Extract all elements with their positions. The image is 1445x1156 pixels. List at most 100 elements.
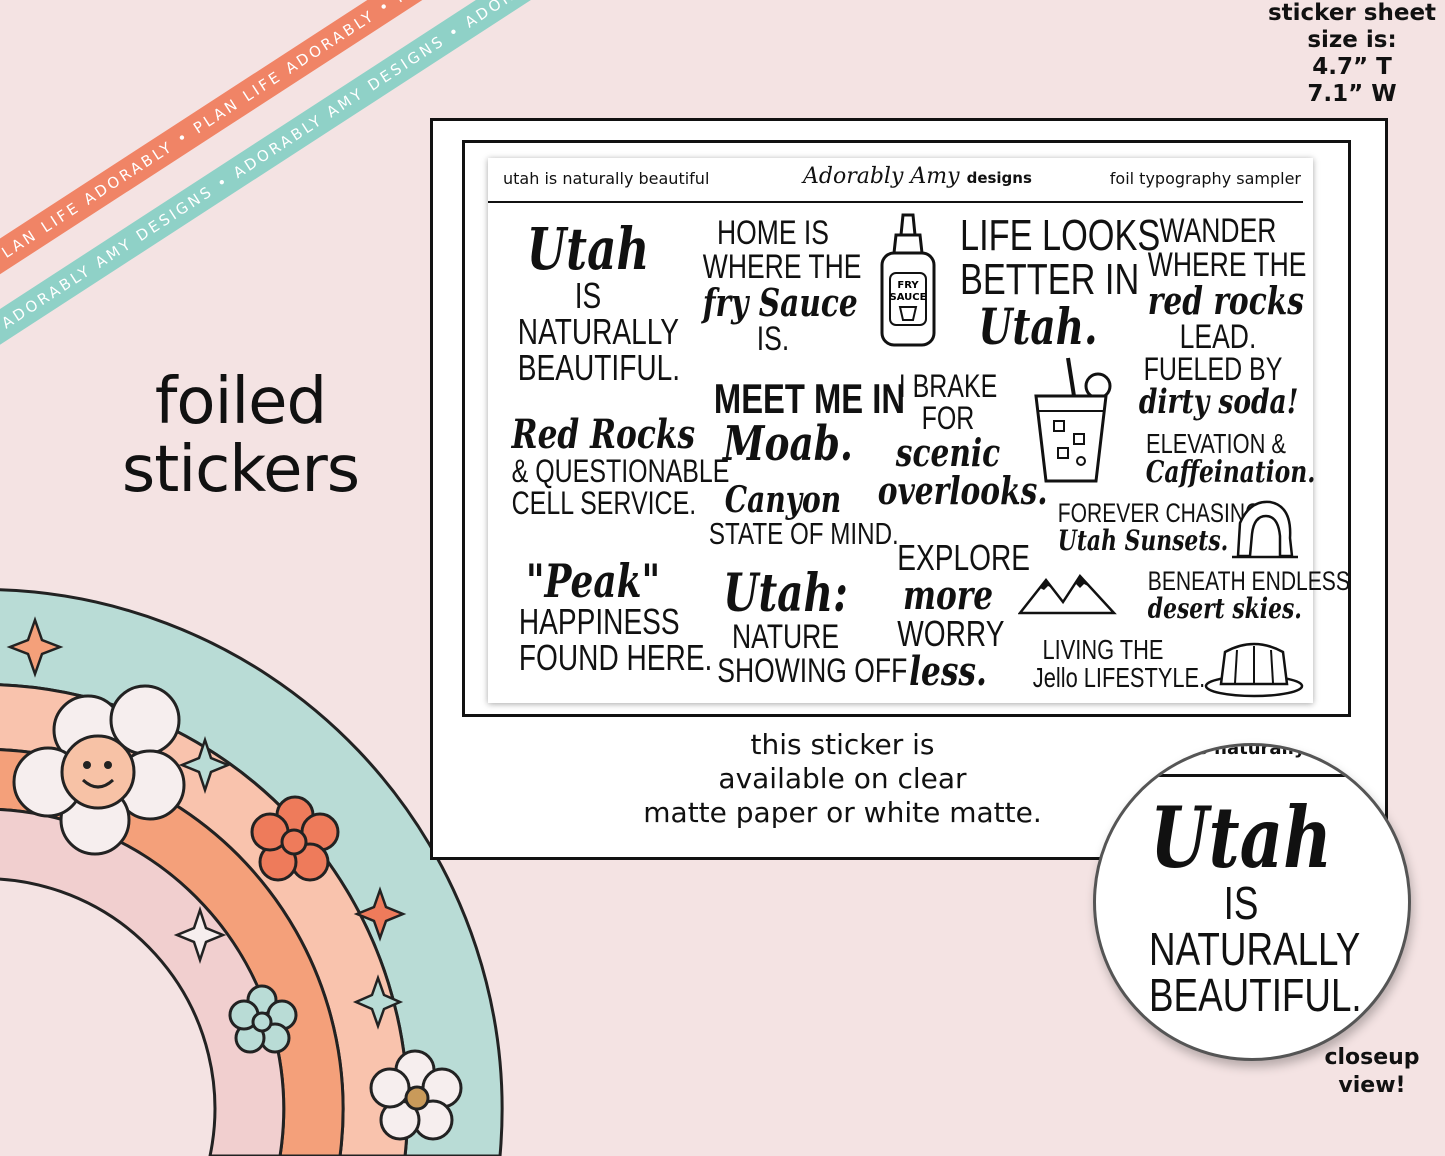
sticker-text: Utah. [978, 297, 1098, 356]
sparkle-icon [173, 906, 227, 964]
sticker-peak: "Peak" HAPPINESS FOUND HERE. [518, 554, 713, 678]
sticker-text: Utah Sunsets. [1057, 524, 1229, 557]
sticker-text: Moab. [723, 416, 853, 472]
sheet-subtitle: foil typography sampler [1109, 169, 1301, 188]
plan-life-ribbon: PLAN LIFE ADORABLY • PLAN LIFE ADORABLY … [0, 0, 472, 284]
sticker-text: I BRAKE [898, 368, 998, 404]
sparkle-icon [6, 616, 64, 678]
jello-mold-icon [1204, 642, 1304, 698]
sticker-text: EXPLORE [897, 537, 1030, 578]
sticker-text: LIFE LOOKS [960, 211, 1161, 260]
sticker-meet-moab: MEET ME IN Moab. [713, 375, 906, 472]
delicate-arch-icon [1232, 500, 1298, 559]
availability-line: available on clear [718, 762, 967, 795]
sticker-text: FOR [921, 400, 975, 436]
sticker-text: FOUND HERE. [518, 637, 713, 678]
availability-line: matte paper or white matte. [643, 796, 1042, 829]
sticker-text: "Peak" [525, 554, 661, 608]
fry-sauce-bottle-icon: FRY SAUCE [880, 213, 936, 347]
sticker-text: red rocks [1147, 278, 1304, 323]
orange-flower-icon [250, 795, 340, 882]
size-note-height: 4.7” T [1312, 54, 1392, 80]
dirty-soda-cup-icon [1034, 357, 1112, 483]
headline-line2: stickers [121, 433, 360, 507]
brand-script: Adorably Amy [803, 164, 960, 189]
sticker-home-fry: HOME IS WHERE THE fry Sauce IS. [702, 214, 862, 358]
sticker-text: more [902, 572, 994, 619]
sticker-text: LEAD. [1179, 318, 1257, 356]
mountains-icon [1018, 573, 1117, 615]
sticker-explore: EXPLORE more WORRY less. [897, 537, 1030, 692]
sticker-text: BENEATH ENDLESS [1147, 566, 1350, 596]
rainbow-illustration [0, 588, 504, 1156]
size-note-line: sticker sheet [1267, 0, 1437, 26]
bottle-label: SAUCE [890, 292, 927, 303]
sticker-text: Caffeination. [1145, 455, 1316, 490]
sticker-text: desert skies. [1147, 592, 1302, 625]
sparkle-icon [353, 886, 407, 942]
sticker-text: Canyon [724, 479, 842, 521]
closeup-label-line: closeup [1324, 1045, 1420, 1070]
closeup-text: Utah [1149, 788, 1333, 887]
sticker-text: fry Sauce [702, 280, 858, 325]
sticker-text: BETTER IN [960, 255, 1140, 304]
sparkle-icon [352, 974, 404, 1030]
sticker-text: Jello LIFESTYLE. [1032, 662, 1206, 693]
sticker-text: WORRY [897, 613, 1005, 654]
sticker-text: MEET ME IN [713, 375, 906, 422]
closeup-label: closeup view! [1312, 1044, 1432, 1100]
sticker-text: NATURE [731, 618, 840, 656]
sticker-nature: Utah: NATURE SHOWING OFF [717, 563, 908, 690]
sticker-text: SHOWING OFF [717, 652, 908, 690]
sticker-text: CELL SERVICE. [511, 485, 697, 521]
bottle-label: FRY [897, 280, 919, 291]
closeup-sticker: Utah IS NATURALLY BEAUTIFUL. [1149, 788, 1362, 1021]
sticker-text: Utah: [723, 563, 848, 624]
brand-small: designs [966, 169, 1032, 187]
sticker-fueled: FUELED BY dirty soda! [1138, 351, 1299, 422]
sheet-size-note: sticker sheet size is: 4.7” T 7.1” W [1267, 0, 1437, 108]
brand-logo: Adorably Amy designs [803, 164, 1032, 189]
sticker-elevation: ELEVATION & Caffeination. [1145, 428, 1316, 490]
sticker-text: FUELED BY [1143, 351, 1283, 387]
sticker-text: WHERE THE [702, 248, 862, 286]
sticker-text: Utah [526, 215, 650, 283]
sticker-skies: BENEATH ENDLESS desert skies. [1147, 566, 1350, 625]
sticker-life-looks: LIFE LOOKS BETTER IN Utah. [960, 211, 1161, 356]
size-note-width: 7.1” W [1307, 81, 1397, 107]
header-rule [488, 201, 1303, 203]
sheet-title: utah is naturally beautiful [503, 169, 710, 188]
teal-flower-icon [228, 984, 298, 1054]
sticker-sheet: utah is naturally beautiful Adorably Amy… [488, 158, 1350, 703]
sticker-text: scenic [895, 430, 1001, 475]
sticker-text: LIVING THE [1042, 634, 1164, 665]
headline-line1: foiled [154, 365, 327, 439]
size-note-line: size is: [1307, 27, 1397, 53]
sticker-red-rocks: Red Rocks & QUESTIONABLE CELL SERVICE. [511, 411, 730, 521]
sticker-text: & QUESTIONABLE [511, 453, 730, 489]
closeup-text: BEAUTIFUL. [1149, 969, 1362, 1021]
sticker-text: WANDER [1159, 212, 1277, 250]
headline: foiled stickers [118, 368, 363, 504]
sticker-text: STATE OF MIND. [708, 516, 899, 551]
sticker-text: HOME IS [716, 214, 829, 252]
white-flower-icon [369, 1049, 463, 1141]
sticker-chasing: FOREVER CHASING Utah Sunsets. [1057, 500, 1262, 557]
sticker-jello: LIVING THE Jello LIFESTYLE. [1032, 634, 1206, 693]
closeup-top-fragment: is naturally [1191, 743, 1306, 759]
sticker-text: IS. [756, 320, 790, 358]
smiley-flower-icon [12, 684, 186, 856]
closeup-label-line: view! [1338, 1073, 1406, 1098]
sticker-text: dirty soda! [1138, 382, 1299, 422]
sticker-text: IS [574, 275, 602, 316]
closeup-text: NATURALLY [1149, 923, 1361, 975]
sticker-text: BEAUTIFUL. [517, 347, 681, 388]
sticker-text: NATURALLY [517, 311, 680, 352]
sticker-text: WHERE THE [1147, 246, 1307, 284]
sticker-brake: I BRAKE FOR scenic overlooks. [878, 368, 1048, 510]
sticker-utah-beautiful: Utah IS NATURALLY BEAUTIFUL. [517, 215, 681, 388]
sheet-header: utah is naturally beautiful Adorably Amy… [488, 158, 1313, 203]
availability-line: this sticker is [750, 728, 935, 761]
sticker-text: ELEVATION & [1146, 428, 1286, 459]
sticker-text: Red Rocks [511, 411, 696, 458]
